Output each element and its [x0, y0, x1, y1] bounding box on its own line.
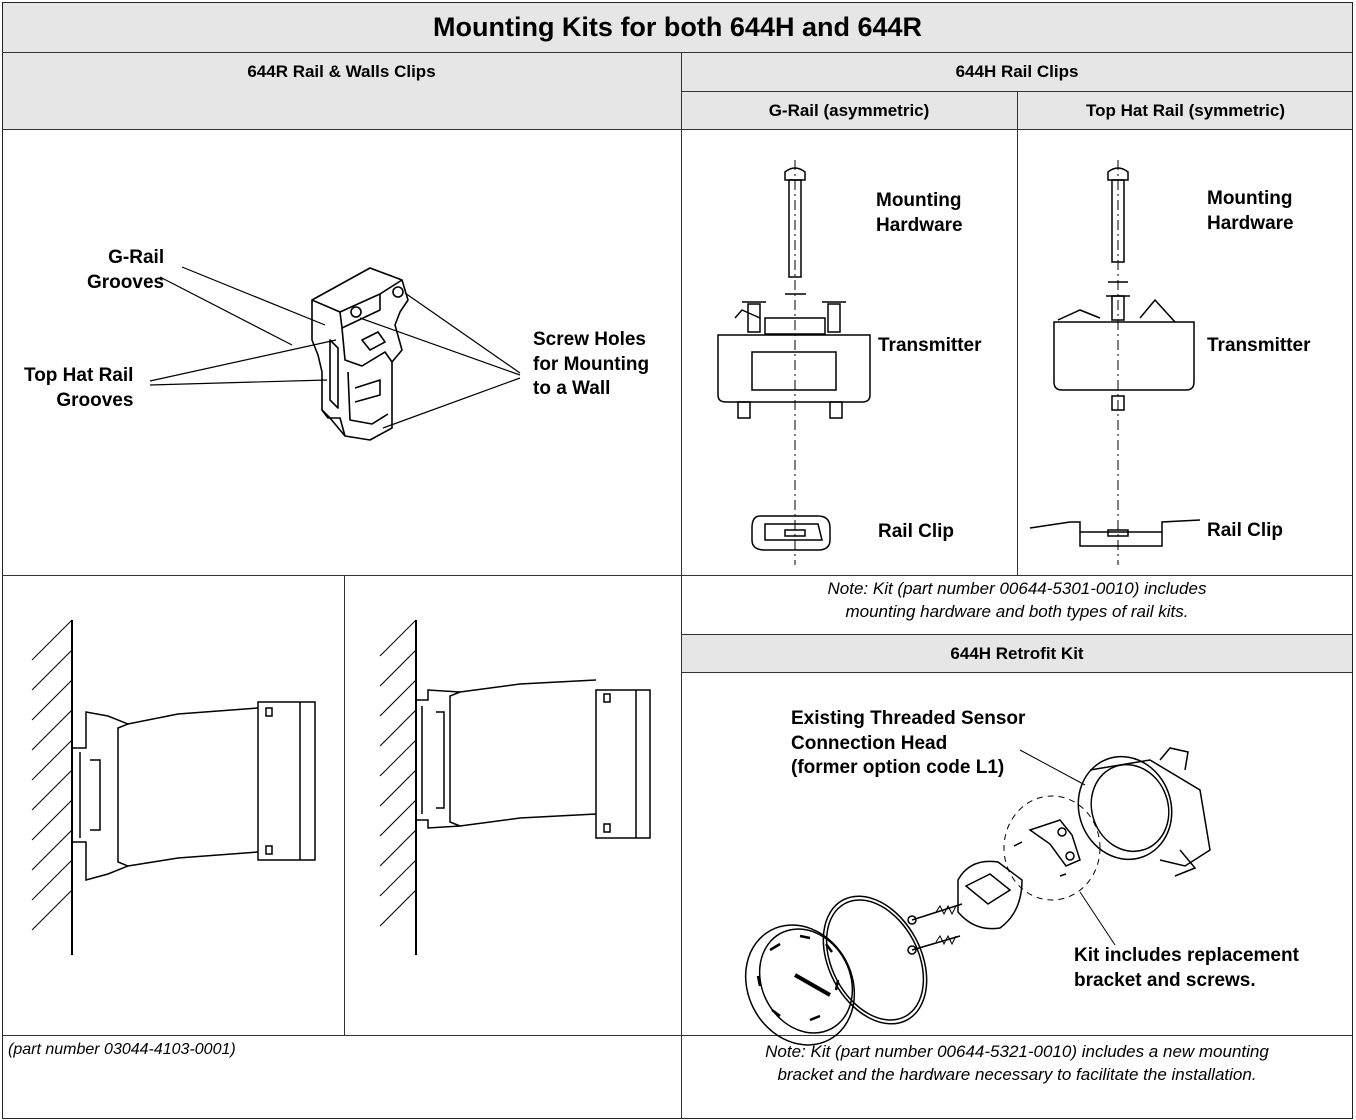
wall-clip-part-number: (part number 03044-4103-0001)	[8, 1041, 236, 1058]
grid-line	[681, 672, 1353, 673]
grid-line	[1017, 91, 1018, 575]
left-section-header: 644R Rail & Walls Clips	[247, 62, 436, 81]
label-line: for Mounting	[533, 353, 650, 375]
kit-includes-label: Kit includes replacement bracket and scr…	[1074, 944, 1299, 993]
grid-line	[344, 575, 345, 1035]
grid-line	[681, 634, 1353, 635]
top-hat-transmitter-label: Transmitter	[1207, 335, 1311, 356]
grid-line	[681, 52, 682, 1119]
g-rail-rail-clip-label: Rail Clip	[878, 521, 955, 542]
right-section-header: 644H Rail Clips	[955, 62, 1079, 81]
label-line: bracket and screws.	[1074, 969, 1256, 991]
retrofit-header-bg	[681, 634, 1353, 672]
label-line: Grooves	[56, 389, 134, 411]
g-rail-header: G-Rail (asymmetric)	[768, 100, 930, 120]
label-line: G-Rail	[108, 247, 165, 268]
grid-line	[2, 52, 1353, 53]
label-line: Screw Holes	[533, 329, 646, 350]
grid-line	[2, 575, 1353, 576]
g-rail-transmitter-label: Transmitter	[878, 335, 982, 356]
rail-kit-note: Note: Kit (part number 00644-5301-0010) …	[681, 578, 1353, 624]
label-line: Hardware	[1207, 212, 1294, 234]
retrofit-header: 644H Retrofit Kit	[950, 643, 1084, 663]
grid-line	[2, 1035, 1353, 1036]
existing-head-label: Existing Threaded Sensor Connection Head…	[791, 707, 1025, 781]
retrofit-kit-note: Note: Kit (part number 00644-5321-0010) …	[681, 1041, 1353, 1087]
top-hat-header: Top Hat Rail (symmetric)	[1085, 100, 1285, 120]
g-rail-grooves-label: G-Rail Grooves	[87, 246, 164, 295]
label-line: Kit includes replacement	[1074, 945, 1299, 966]
label-line: Mounting	[876, 190, 962, 211]
title-bar	[2, 2, 1353, 52]
screw-holes-label: Screw Holes for Mounting to a Wall	[533, 328, 649, 402]
label-line: Mounting	[1207, 188, 1293, 209]
note-line: Note: Kit (part number 00644-5321-0010) …	[765, 1042, 1269, 1061]
top-hat-mounting-hardware-label: Mounting Hardware	[1207, 187, 1294, 236]
note-line: bracket and the hardware necessary to fa…	[777, 1064, 1257, 1084]
label-line: to a Wall	[533, 378, 611, 400]
label-line: Grooves	[87, 271, 165, 293]
label-line: Hardware	[876, 214, 963, 236]
top-hat-grooves-label: Top Hat Rail Grooves	[24, 364, 133, 413]
left-header-bg	[2, 53, 681, 129]
label-line: (former option code L1)	[791, 757, 1005, 779]
top-hat-rail-clip-label: Rail Clip	[1207, 520, 1284, 541]
label-line: Connection Head	[791, 732, 948, 754]
page-title: Mounting Kits for both 644H and 644R	[432, 11, 923, 42]
note-line: Note: Kit (part number 00644-5301-0010) …	[827, 579, 1207, 598]
label-line: Top Hat Rail	[24, 365, 134, 386]
label-line: Existing Threaded Sensor	[791, 708, 1026, 729]
note-line: mounting hardware and both types of rail…	[845, 601, 1189, 621]
g-rail-mounting-hardware-label: Mounting Hardware	[876, 189, 963, 238]
grid-line	[2, 129, 1353, 130]
